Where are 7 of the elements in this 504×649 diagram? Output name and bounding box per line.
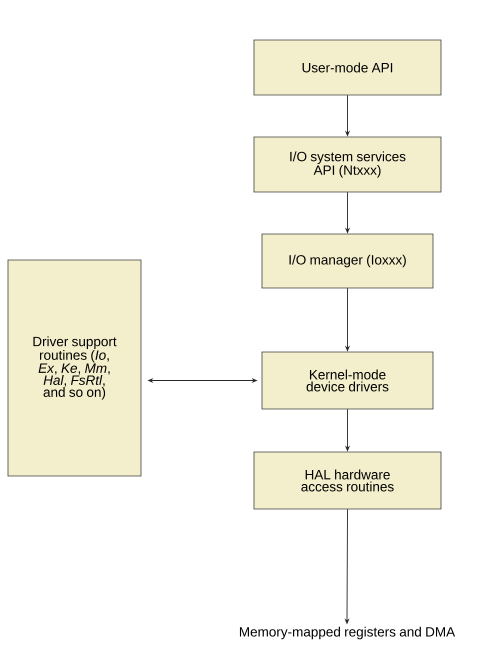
process-box: I/O manager (Ioxxx) (262, 234, 434, 288)
routine-box: Driver support routines (Io, Ex, Ke, Mm, Hal, FsRtl, and so on) (8, 260, 142, 476)
process-box: I/O system services API (Ntxxx) (254, 136, 442, 192)
process-box: Kernel-mode device drivers (262, 352, 434, 410)
process-box: HAL hardware access routines (254, 452, 442, 510)
process-box: User-mode API (254, 40, 442, 96)
output-label: Memory-mapped registers and DMA (240, 626, 456, 640)
